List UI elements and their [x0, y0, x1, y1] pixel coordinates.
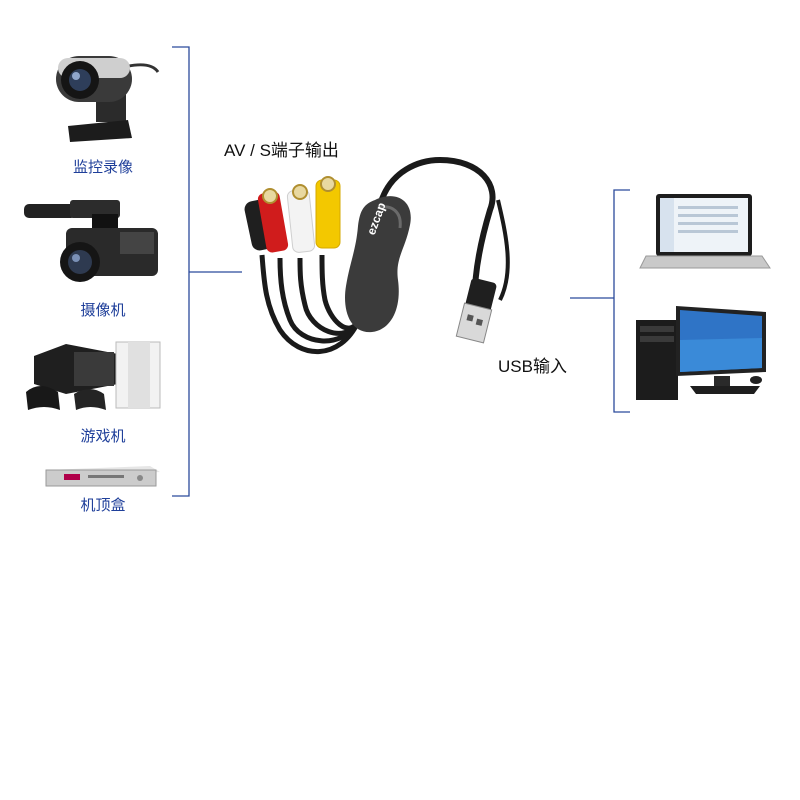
source-label-game-console: 游戏机	[33, 425, 173, 446]
left-bracket	[172, 47, 242, 496]
laptop-icon	[640, 194, 770, 268]
right-bracket	[570, 190, 630, 412]
webcam-icon	[56, 56, 158, 142]
source-label-surveillance: 监控录像	[33, 156, 173, 177]
desktop-pc-icon	[636, 306, 766, 400]
game-console-icon	[26, 342, 160, 410]
usb-plug	[456, 277, 497, 343]
rca-yellow-plug	[316, 177, 340, 248]
rca-white-plug	[287, 185, 315, 253]
av-output-label: AV / S端子输出	[224, 136, 339, 161]
usb-input-label: USB输入	[498, 352, 567, 377]
source-label-camcorder: 摄像机	[33, 299, 173, 320]
camcorder-icon	[24, 200, 158, 282]
set-top-box-icon	[46, 466, 160, 486]
source-label-set-top-box: 机顶盒	[33, 494, 173, 515]
